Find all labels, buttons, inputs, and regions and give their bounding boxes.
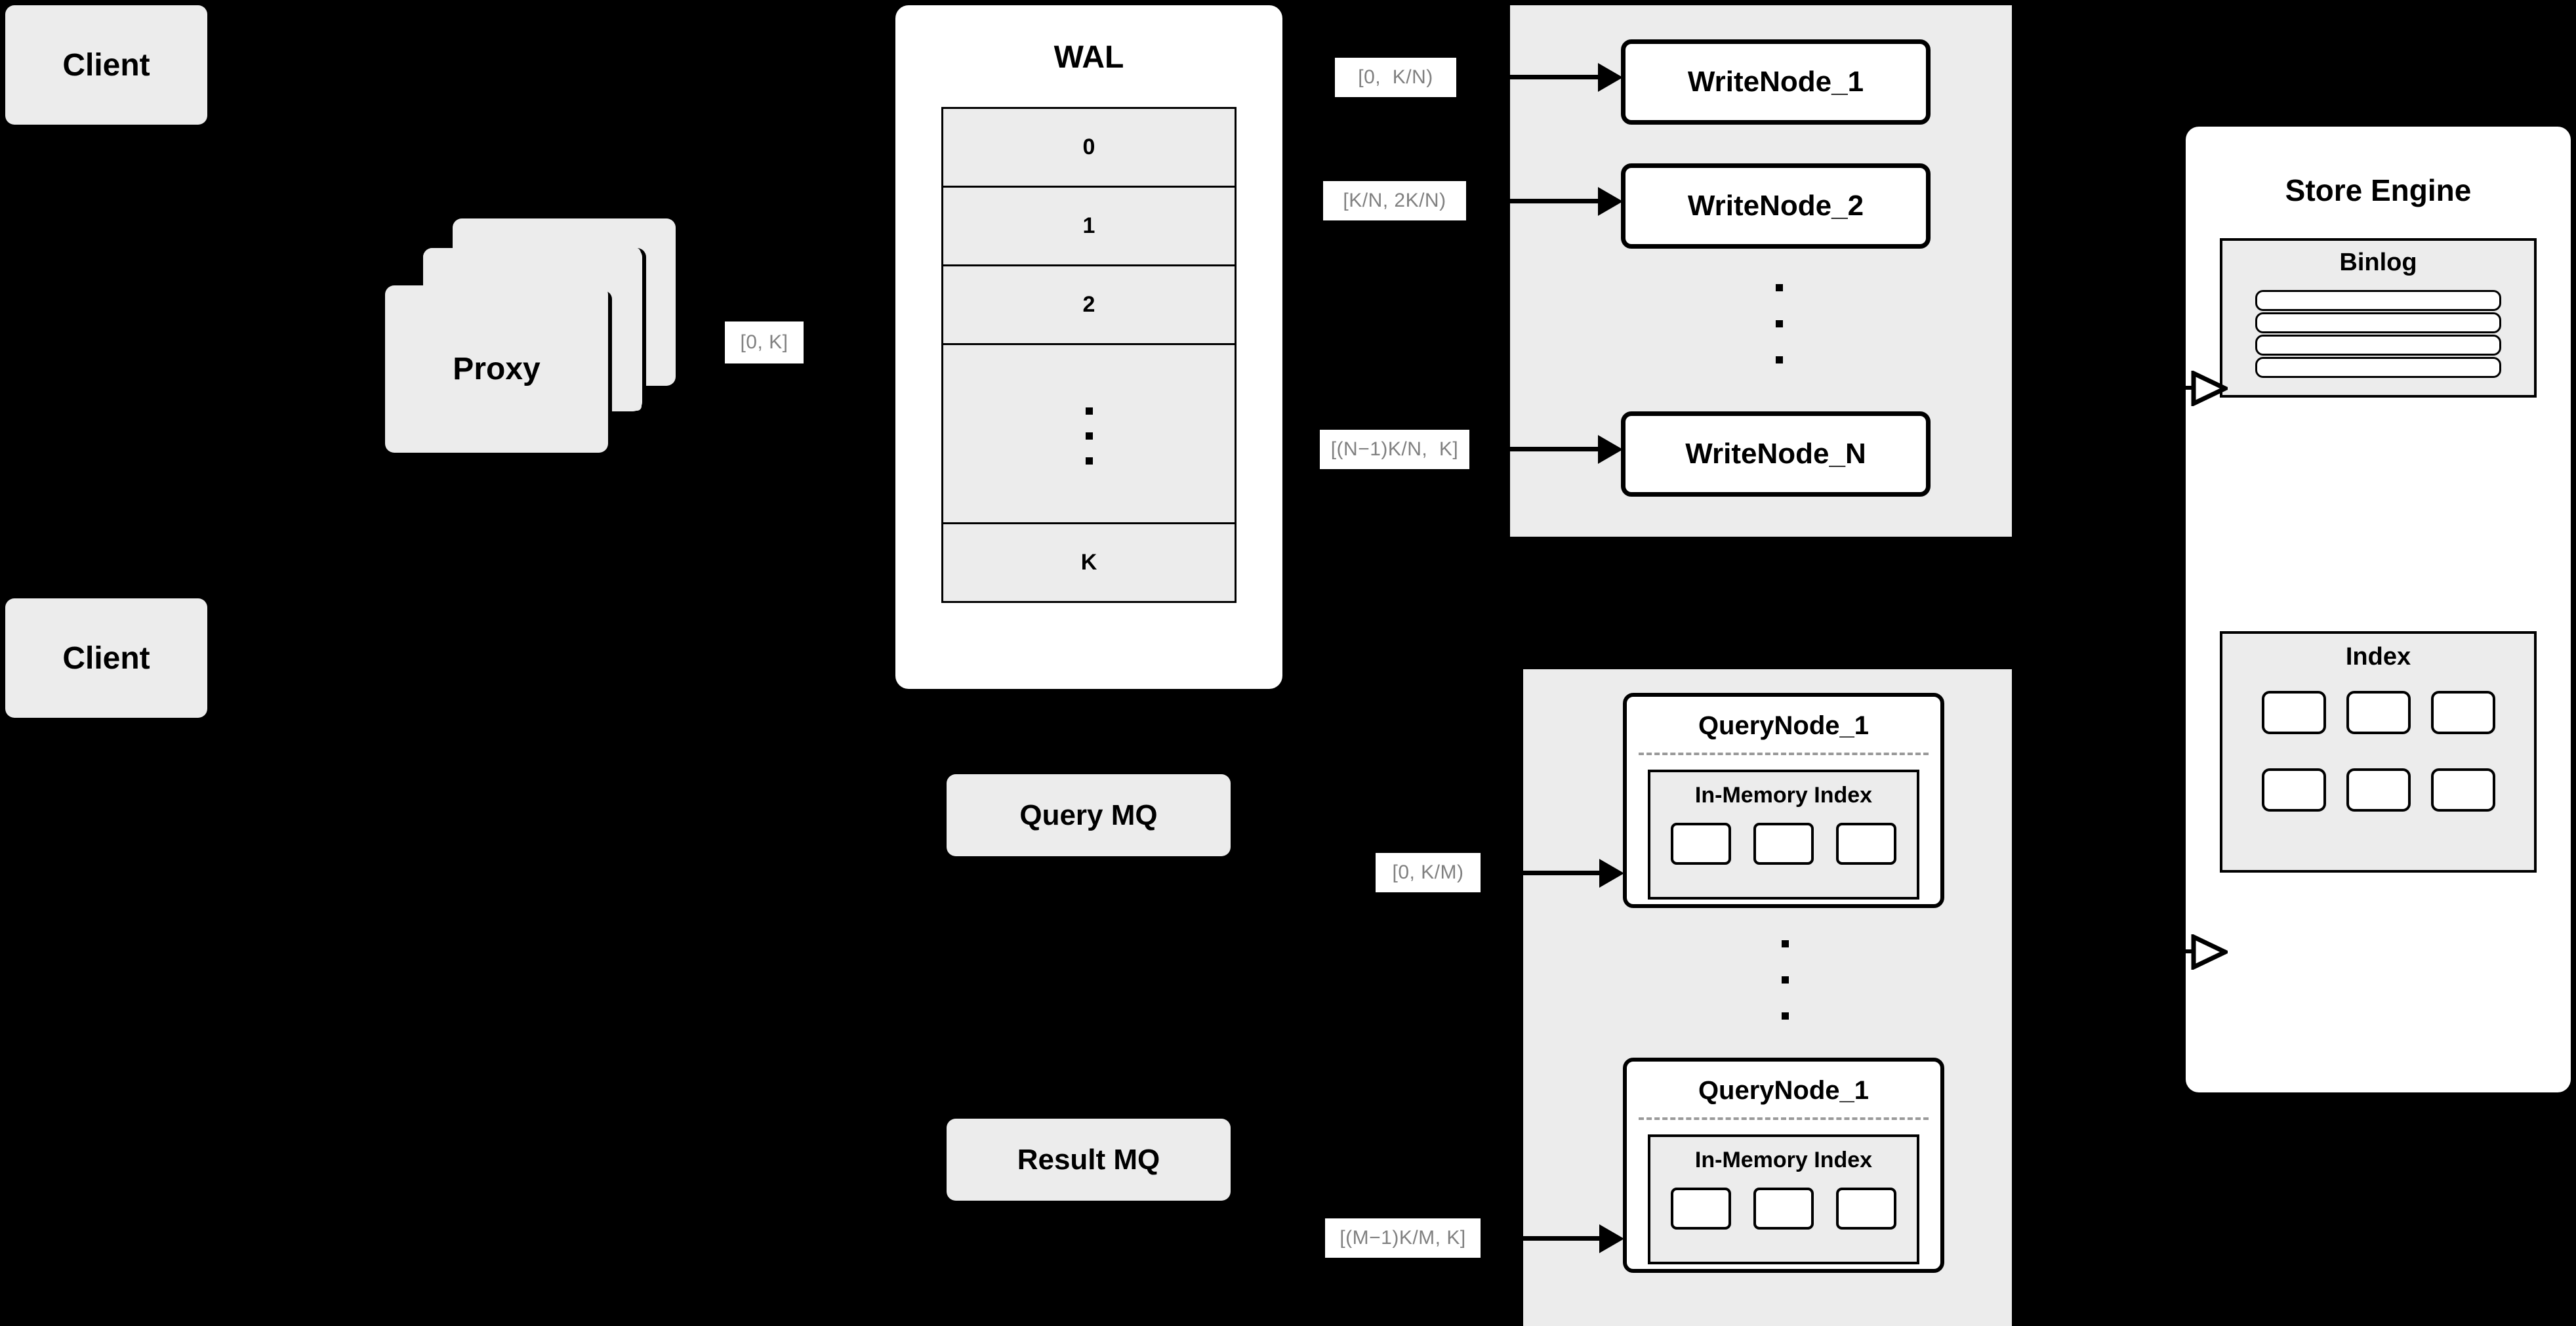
proxy-label: Proxy — [453, 352, 541, 386]
wal-row: 1 — [943, 188, 1235, 266]
write-node-group: WriteNode_1 WriteNode_2 WriteNode_N — [1510, 5, 2012, 537]
wal-panel: WAL 0 1 2 K — [895, 5, 1282, 689]
proxy-box[interactable]: Proxy — [385, 285, 608, 453]
binlog-title: Binlog — [2339, 249, 2417, 276]
index-chip[interactable] — [1671, 1188, 1731, 1230]
wal-title: WAL — [1053, 40, 1124, 75]
store-index-chip[interactable] — [2346, 768, 2411, 812]
arrow-to-query-node-2 — [1486, 1236, 1602, 1241]
index-chip[interactable] — [1671, 823, 1731, 865]
write-node-1-range-label: [0, K/N) — [1335, 58, 1456, 97]
query-node-1-range-label: [0, K/M) — [1376, 853, 1481, 892]
client-label-2: Client — [62, 640, 150, 676]
wal-row-ellipsis — [943, 345, 1235, 524]
arrow-to-store-index — [2163, 949, 2195, 953]
query-node-1[interactable]: QueryNode_1 In-Memory Index — [1623, 693, 1944, 908]
in-memory-index-title-1: In-Memory Index — [1694, 783, 1873, 808]
wal-row-value: 1 — [1082, 213, 1095, 238]
vertical-ellipsis-dot — [1782, 976, 1789, 984]
store-engine-panel: Store Engine Binlog Index — [2186, 127, 2571, 1092]
in-memory-index-title-2: In-Memory Index — [1694, 1148, 1873, 1172]
arrow-head-write-node-1 — [1598, 63, 1623, 92]
vertical-ellipsis-dot — [1086, 432, 1093, 440]
write-node-2-range-label: [K/N, 2K/N) — [1323, 181, 1466, 220]
client-box-2[interactable]: Client — [5, 598, 207, 718]
arrow-to-write-node-2 — [1473, 199, 1601, 203]
wal-row-value: 0 — [1082, 135, 1095, 159]
result-mq-box[interactable]: Result MQ — [947, 1119, 1231, 1201]
index-chip[interactable] — [1836, 1188, 1896, 1230]
arrow-head-write-node-n — [1598, 435, 1623, 464]
vertical-ellipsis-dot — [1776, 284, 1783, 291]
vertical-ellipsis-dot — [1776, 356, 1783, 363]
wal-row: 2 — [943, 266, 1235, 345]
query-node-1-divider — [1639, 753, 1929, 755]
arrow-to-binlog — [2163, 386, 2195, 390]
vertical-ellipsis-dot — [1776, 320, 1783, 327]
index-chip[interactable] — [1753, 823, 1814, 865]
store-index-chip[interactable] — [2261, 691, 2326, 734]
query-node-2-range-label: [(M−1)K/M, K] — [1325, 1218, 1481, 1258]
in-memory-index-panel-1: In-Memory Index — [1648, 770, 1919, 900]
arrow-head-store-index — [2191, 934, 2228, 970]
wal-row: 0 — [943, 109, 1235, 188]
query-node-group: QueryNode_1 In-Memory Index QueryNode_1 … — [1523, 669, 2012, 1326]
wal-row-value: 2 — [1082, 292, 1095, 317]
arrow-to-query-node-1 — [1486, 871, 1602, 875]
store-index-chip[interactable] — [2430, 768, 2495, 812]
store-index-panel: Index — [2220, 631, 2537, 873]
client-label-1: Client — [62, 47, 150, 83]
write-node-1-label: WriteNode_1 — [1687, 66, 1864, 98]
binlog-bar — [2255, 290, 2501, 311]
store-engine-title: Store Engine — [2285, 173, 2472, 207]
index-chip[interactable] — [1753, 1188, 1814, 1230]
query-mq-label: Query MQ — [1019, 798, 1158, 831]
store-index-title: Index — [2345, 643, 2411, 671]
query-node-2-label: QueryNode_1 — [1698, 1076, 1870, 1105]
arrow-head-query-node-2 — [1599, 1224, 1624, 1253]
wal-row-value: K — [1080, 550, 1097, 575]
query-node-2-divider — [1639, 1117, 1929, 1120]
arrow-head-query-node-1 — [1599, 859, 1624, 888]
binlog-bar — [2255, 335, 2501, 356]
vertical-ellipsis-dot — [1086, 457, 1093, 465]
write-node-n[interactable]: WriteNode_N — [1621, 411, 1931, 497]
query-mq-box[interactable]: Query MQ — [947, 774, 1231, 856]
store-index-chip[interactable] — [2261, 768, 2326, 812]
write-node-2[interactable]: WriteNode_2 — [1621, 163, 1931, 249]
wal-table: 0 1 2 K — [941, 107, 1237, 603]
arrow-head-write-node-2 — [1598, 187, 1623, 216]
query-node-1-label: QueryNode_1 — [1698, 711, 1870, 740]
wal-row: K — [943, 524, 1235, 601]
write-node-n-label: WriteNode_N — [1685, 438, 1866, 470]
vertical-ellipsis-dot — [1782, 1012, 1789, 1020]
binlog-panel: Binlog — [2220, 238, 2537, 398]
query-node-2[interactable]: QueryNode_1 In-Memory Index — [1623, 1058, 1944, 1273]
arrow-head-binlog — [2191, 371, 2228, 406]
write-node-1[interactable]: WriteNode_1 — [1621, 39, 1931, 125]
arrow-to-write-node-1 — [1473, 75, 1601, 79]
result-mq-label: Result MQ — [1017, 1143, 1160, 1176]
store-index-chip[interactable] — [2430, 691, 2495, 734]
binlog-bar — [2255, 312, 2501, 333]
proxy-range-label: [0, K] — [725, 321, 804, 363]
write-node-2-label: WriteNode_2 — [1687, 190, 1864, 222]
in-memory-index-panel-2: In-Memory Index — [1648, 1134, 1919, 1264]
binlog-bar — [2255, 357, 2501, 378]
vertical-ellipsis-dot — [1782, 940, 1789, 947]
vertical-ellipsis-dot — [1086, 407, 1093, 415]
index-chip[interactable] — [1836, 823, 1896, 865]
arrow-to-write-node-n — [1473, 447, 1601, 451]
write-node-n-range-label: [(N−1)K/N, K] — [1320, 430, 1469, 469]
store-index-chip[interactable] — [2346, 691, 2411, 734]
client-box-1[interactable]: Client — [5, 5, 207, 125]
